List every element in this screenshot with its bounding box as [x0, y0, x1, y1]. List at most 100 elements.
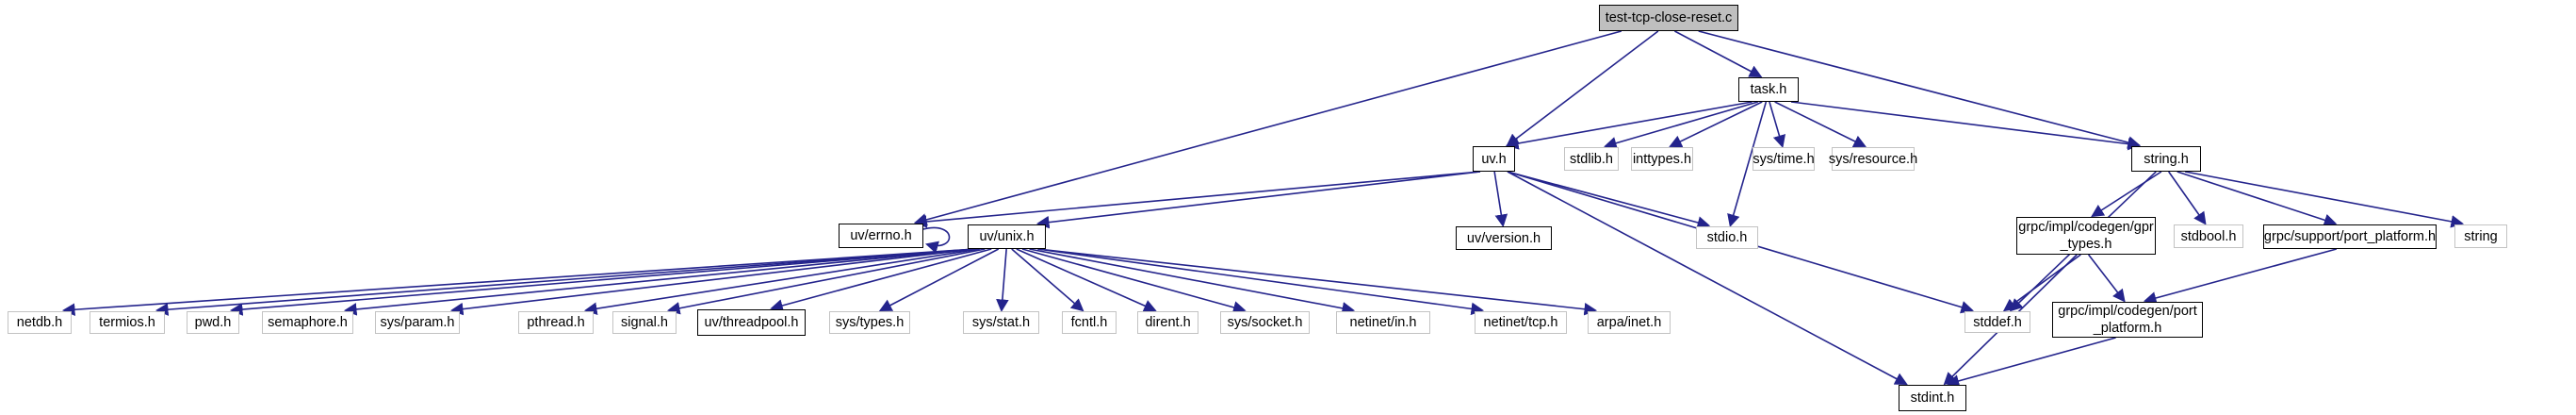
node-pwd: pwd.h: [187, 311, 239, 334]
include-edge: [2184, 171, 2465, 228]
node-label: uv/unix.h: [979, 229, 1035, 244]
node-label: arpa/inet.h: [1596, 315, 1662, 330]
node-label: sys/types.h: [835, 315, 905, 330]
include-edge: [343, 248, 976, 316]
node-dirent: dirent.h: [1137, 311, 1198, 334]
node-test: test-tcp-close-reset.c: [1599, 5, 1738, 31]
include-edge: [229, 248, 976, 316]
node-label: grpc/impl/codegen/gpr _types.h: [2018, 220, 2154, 252]
node-pthread: pthread.h: [518, 311, 594, 334]
node-stdbool: stdbool.h: [2174, 224, 2243, 248]
include-edge: [1669, 101, 1763, 148]
node-netdb: netdb.h: [8, 311, 72, 334]
node-label: dirent.h: [1145, 315, 1191, 330]
node-label: stdlib.h: [1570, 151, 1613, 167]
include-edge: [1493, 171, 1508, 228]
node-label: uv/threadpool.h: [704, 315, 799, 330]
node-netinet_in: netinet/in.h: [1336, 311, 1430, 334]
include-edge: [914, 30, 1622, 226]
include-edge: [155, 248, 976, 316]
node-label: uv.h: [1481, 151, 1507, 167]
node-label: termios.h: [99, 315, 155, 330]
node-sys_types: sys/types.h: [829, 311, 910, 334]
node-label: string: [2464, 228, 2498, 244]
node-grpc_support_pp[interactable]: grpc/support/port_platform.h: [2263, 224, 2437, 249]
node-netinet_tcp: netinet/tcp.h: [1475, 311, 1567, 334]
include-edge: [1604, 101, 1758, 150]
node-label: sys/time.h: [1753, 151, 1815, 167]
node-label: task.h: [1750, 82, 1787, 97]
include-edge: [1506, 30, 1659, 147]
include-edge: [2143, 248, 2338, 305]
include-edge: [1037, 248, 1598, 316]
include-edge: [2177, 171, 2338, 226]
include-edge: [1507, 171, 1908, 385]
node-codegen_pp[interactable]: grpc/impl/codegen/port _platform.h: [2052, 302, 2203, 338]
include-edge: [770, 248, 992, 312]
node-uv_threadpool[interactable]: uv/threadpool.h: [697, 309, 806, 336]
node-string_plain: string: [2454, 224, 2507, 248]
node-label: sys/param.h: [380, 315, 455, 330]
include-edge: [1037, 248, 1485, 316]
node-inttypes: inttypes.h: [1631, 147, 1693, 171]
include-edge: [1505, 101, 1753, 150]
node-label: fcntl.h: [1070, 315, 1108, 330]
node-uv_errno[interactable]: uv/errno.h: [839, 224, 923, 248]
node-sys_stat: sys/stat.h: [963, 311, 1039, 334]
node-sys_resource: sys/resource.h: [1828, 147, 1918, 171]
node-stddef: stddef.h: [1965, 311, 2030, 333]
include-edge: [1769, 101, 1785, 148]
include-edge: [449, 248, 976, 316]
node-label: test-tcp-close-reset.c: [1605, 10, 1733, 25]
node-sys_time: sys/time.h: [1753, 147, 1815, 171]
node-label: semaphore.h: [268, 315, 348, 330]
node-stdint[interactable]: stdint.h: [1899, 385, 1966, 411]
include-edge: [1035, 171, 1481, 229]
node-stdlib: stdlib.h: [1564, 147, 1619, 171]
node-semaphore: semaphore.h: [262, 311, 353, 334]
node-task[interactable]: task.h: [1738, 77, 1799, 102]
node-label: string.h: [2144, 151, 2189, 167]
include-edge: [666, 248, 986, 315]
include-edge: [1011, 248, 1084, 312]
node-label: stdio.h: [1706, 230, 1748, 245]
include-edge: [913, 171, 1481, 228]
include-edge: [1727, 101, 1768, 227]
include-edge: [61, 248, 976, 317]
node-label: grpc/impl/codegen/port _platform.h: [2058, 304, 2197, 336]
node-signal: signal.h: [612, 311, 677, 334]
include-edge: [878, 248, 1000, 311]
include-edge: [1029, 248, 1356, 315]
node-label: netinet/in.h: [1349, 315, 1417, 330]
node-label: netinet/tcp.h: [1483, 315, 1558, 330]
include-edge: [1673, 30, 1763, 77]
node-stdio: stdio.h: [1696, 226, 1758, 249]
node-label: sys/socket.h: [1227, 315, 1303, 330]
include-edge: [1774, 101, 1867, 147]
node-label: stdint.h: [1910, 390, 1955, 406]
node-string_h[interactable]: string.h: [2131, 146, 2201, 172]
node-label: stddef.h: [1973, 314, 2022, 330]
include-edge: [1507, 171, 1711, 229]
include-edge: [1021, 248, 1247, 314]
node-label: uv/version.h: [1466, 230, 1541, 246]
node-label: sys/resource.h: [1828, 151, 1918, 167]
node-uv[interactable]: uv.h: [1473, 146, 1515, 172]
node-gpr_types[interactable]: grpc/impl/codegen/gpr _types.h: [2016, 217, 2156, 255]
node-sys_param: sys/param.h: [375, 311, 460, 334]
node-label: stdbool.h: [2180, 228, 2237, 244]
include-edge: [1698, 30, 2141, 149]
include-edge: [2091, 171, 2162, 218]
include-edge: [1946, 337, 2116, 388]
node-uv_unix[interactable]: uv/unix.h: [968, 224, 1046, 249]
include-edge: [996, 248, 1009, 313]
node-uv_version[interactable]: uv/version.h: [1456, 226, 1552, 250]
node-sys_socket: sys/socket.h: [1220, 311, 1310, 334]
include-edge: [583, 248, 980, 315]
node-label: sys/stat.h: [971, 315, 1031, 330]
include-edge: [922, 226, 951, 254]
include-edge: [1790, 101, 2142, 151]
node-termios: termios.h: [90, 311, 165, 334]
